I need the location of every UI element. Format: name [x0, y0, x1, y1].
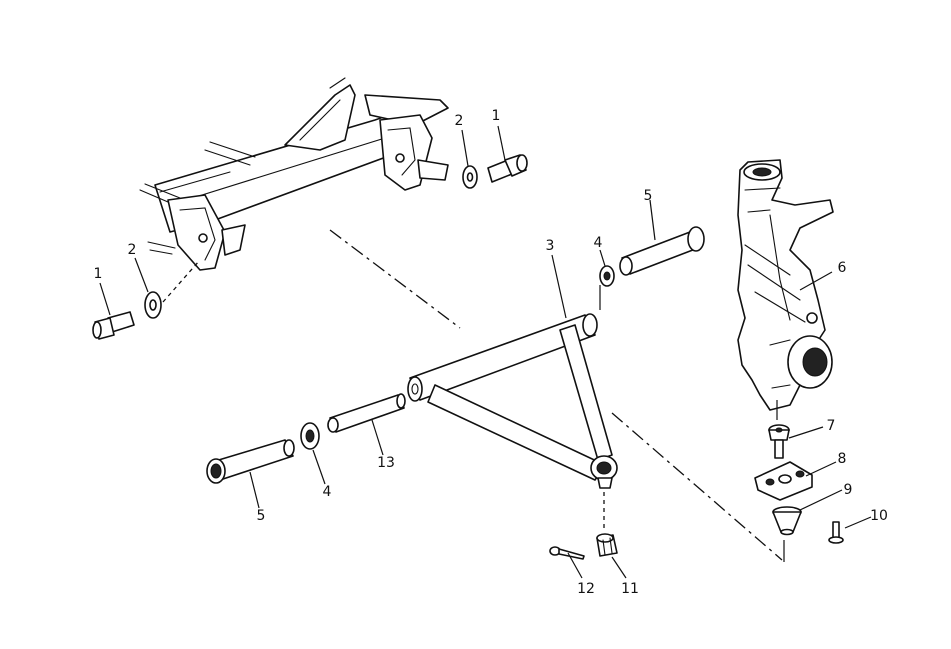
bolt-lower [92, 311, 135, 340]
ball-joint-plate [754, 461, 813, 501]
frame-assembly [139, 77, 449, 271]
callout-spacer-lower: 4 [322, 484, 332, 500]
spindle-knuckle [737, 159, 834, 411]
centerline-frame-to-arm [329, 229, 461, 329]
callout-cotter-pin: 12 [577, 581, 595, 597]
cotter-pin [549, 546, 585, 560]
callout-bushing-upper: 5 [643, 188, 653, 204]
callout-a-arm: 3 [545, 238, 555, 254]
sleeve [327, 393, 406, 433]
washer-lower [144, 291, 162, 319]
callout-ball-joint: 7 [826, 418, 836, 434]
bolt-upper [487, 154, 528, 183]
callout-washer-upper: 2 [454, 113, 464, 129]
callout-sleeve: 13 [377, 455, 395, 471]
callout-castle-nut: 11 [621, 581, 639, 597]
spacer-upper [599, 265, 615, 287]
rubber-boot [772, 506, 802, 536]
callout-bolt-upper: 1 [491, 108, 501, 124]
centerline-arm-to-spindle [611, 412, 783, 561]
washer-upper [462, 165, 478, 189]
small-bolt [828, 521, 844, 544]
spacer-lower [300, 422, 320, 450]
callout-small-bolt: 10 [870, 508, 888, 524]
bushing-upper [619, 226, 705, 276]
callout-bolt-lower: 1 [93, 266, 103, 282]
callout-washer-lower: 2 [127, 242, 137, 258]
callout-boot: 9 [843, 482, 853, 498]
callout-spindle: 6 [837, 260, 847, 276]
a-arm [407, 313, 618, 489]
ball-joint-stud [768, 424, 790, 459]
callout-plate: 8 [837, 451, 847, 467]
bushing-lower [206, 439, 295, 484]
castle-nut [596, 533, 618, 557]
callout-spacer-upper: 4 [593, 235, 603, 251]
callout-bushing-lower: 5 [256, 508, 266, 524]
leader-lines [99, 125, 872, 579]
bolt-axis-lower [162, 259, 201, 303]
